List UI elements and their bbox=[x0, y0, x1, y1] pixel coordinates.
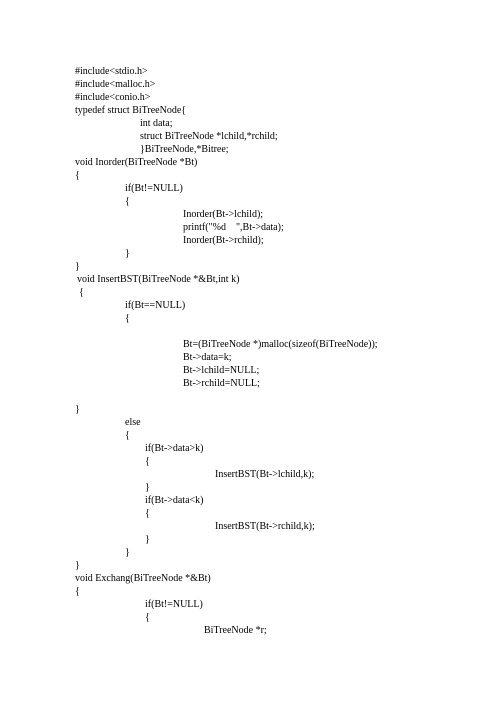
code-line: } bbox=[145, 534, 150, 545]
code-line: { bbox=[75, 586, 80, 597]
code-line: { bbox=[145, 508, 150, 519]
code-line: struct BiTreeNode *lchild,*rchild; bbox=[140, 131, 278, 142]
code-line: Bt->rchild=NULL; bbox=[183, 378, 260, 389]
code-line: { bbox=[125, 313, 130, 324]
code-line: BiTreeNode *r; bbox=[204, 625, 267, 636]
code-line: int data; bbox=[140, 118, 173, 129]
code-line: { bbox=[79, 287, 84, 298]
code-line: } bbox=[75, 261, 80, 272]
code-line: { bbox=[145, 456, 150, 467]
code-line: if(Bt->data>k) bbox=[145, 443, 204, 454]
code-line: if(Bt!=NULL) bbox=[145, 599, 203, 610]
code-line: #include<conio.h> bbox=[75, 92, 151, 103]
code-line: #include<malloc.h> bbox=[75, 79, 156, 90]
code-line: Inorder(Bt->lchild); bbox=[183, 209, 264, 220]
code-line: void Inorder(BiTreeNode *Bt) bbox=[75, 157, 198, 168]
code-line: { bbox=[125, 430, 130, 441]
code-line: Bt->lchild=NULL; bbox=[183, 365, 260, 376]
code-line: }BiTreeNode,*Bitree; bbox=[140, 144, 229, 155]
code-line: Bt=(BiTreeNode *)malloc(sizeof(BiTreeNod… bbox=[183, 339, 378, 350]
code-line: { bbox=[75, 170, 80, 181]
code-line: #include<stdio.h> bbox=[75, 66, 148, 77]
code-line: Bt->data=k; bbox=[183, 352, 232, 363]
code-line: } bbox=[125, 248, 130, 259]
code-line: if(Bt!=NULL) bbox=[125, 183, 183, 194]
code-line: else bbox=[125, 417, 141, 428]
code-line: printf("%d ",Bt->data); bbox=[183, 222, 284, 233]
code-line: } bbox=[75, 404, 80, 415]
code-line: InsertBST(Bt->rchild,k); bbox=[215, 521, 315, 532]
code-line: } bbox=[145, 482, 150, 493]
code-line: if(Bt==NULL) bbox=[125, 300, 186, 311]
code-line: typedef struct BiTreeNode{ bbox=[75, 105, 187, 116]
code-line: Inorder(Bt->rchild); bbox=[183, 235, 264, 246]
code-line: } bbox=[125, 547, 130, 558]
code-line: if(Bt->data<k) bbox=[145, 495, 204, 506]
code-line: InsertBST(Bt->lchild,k); bbox=[215, 469, 315, 480]
code-line: void InsertBST(BiTreeNode *&Bt,int k) bbox=[77, 274, 240, 285]
code-line: void Exchang(BiTreeNode *&Bt) bbox=[75, 573, 211, 584]
code-line: } bbox=[75, 560, 80, 571]
code-line: { bbox=[125, 196, 130, 207]
code-line: { bbox=[145, 612, 150, 623]
